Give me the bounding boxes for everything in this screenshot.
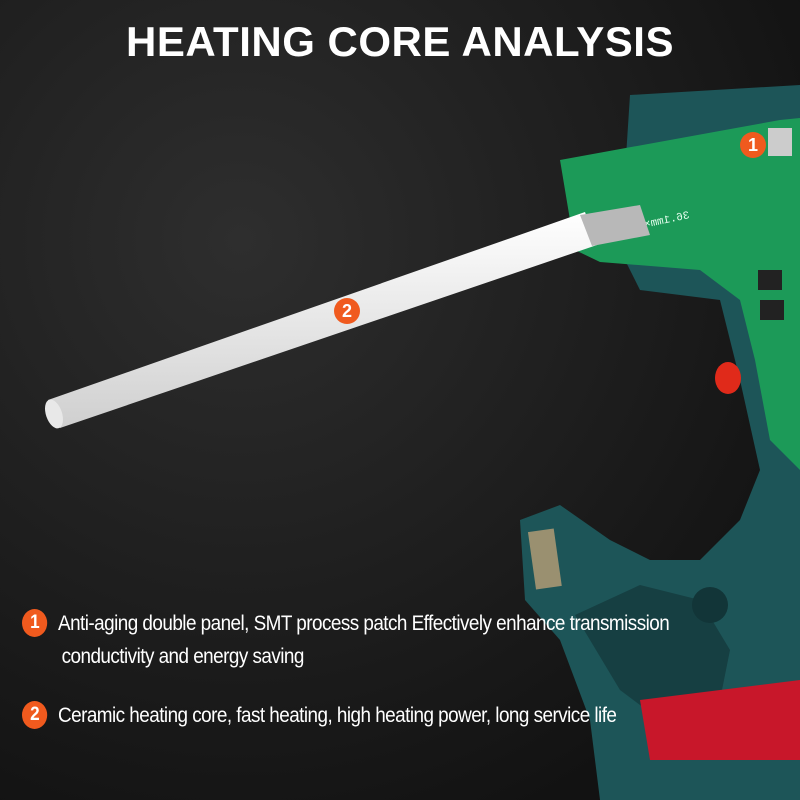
- feature-number: 1: [22, 609, 48, 638]
- marker-1: 1: [740, 132, 766, 158]
- feature-2: 2 Ceramic heating core, fast heating, hig…: [22, 698, 796, 732]
- feature-text: Anti-aging double panel, SMT process pat…: [58, 611, 670, 635]
- ceramic-heating-core: [44, 205, 650, 429]
- feature-number: 2: [22, 701, 48, 730]
- page-title: HEATING CORE ANALYSIS: [125, 18, 674, 65]
- marker-2: 2: [334, 298, 360, 324]
- feature-text: Ceramic heating core, fast heating, high…: [58, 703, 617, 727]
- feature-text-continued: conductivity and energy saving: [61, 644, 305, 668]
- feature-1: 1 Anti-aging double panel, SMT process pa…: [22, 606, 796, 673]
